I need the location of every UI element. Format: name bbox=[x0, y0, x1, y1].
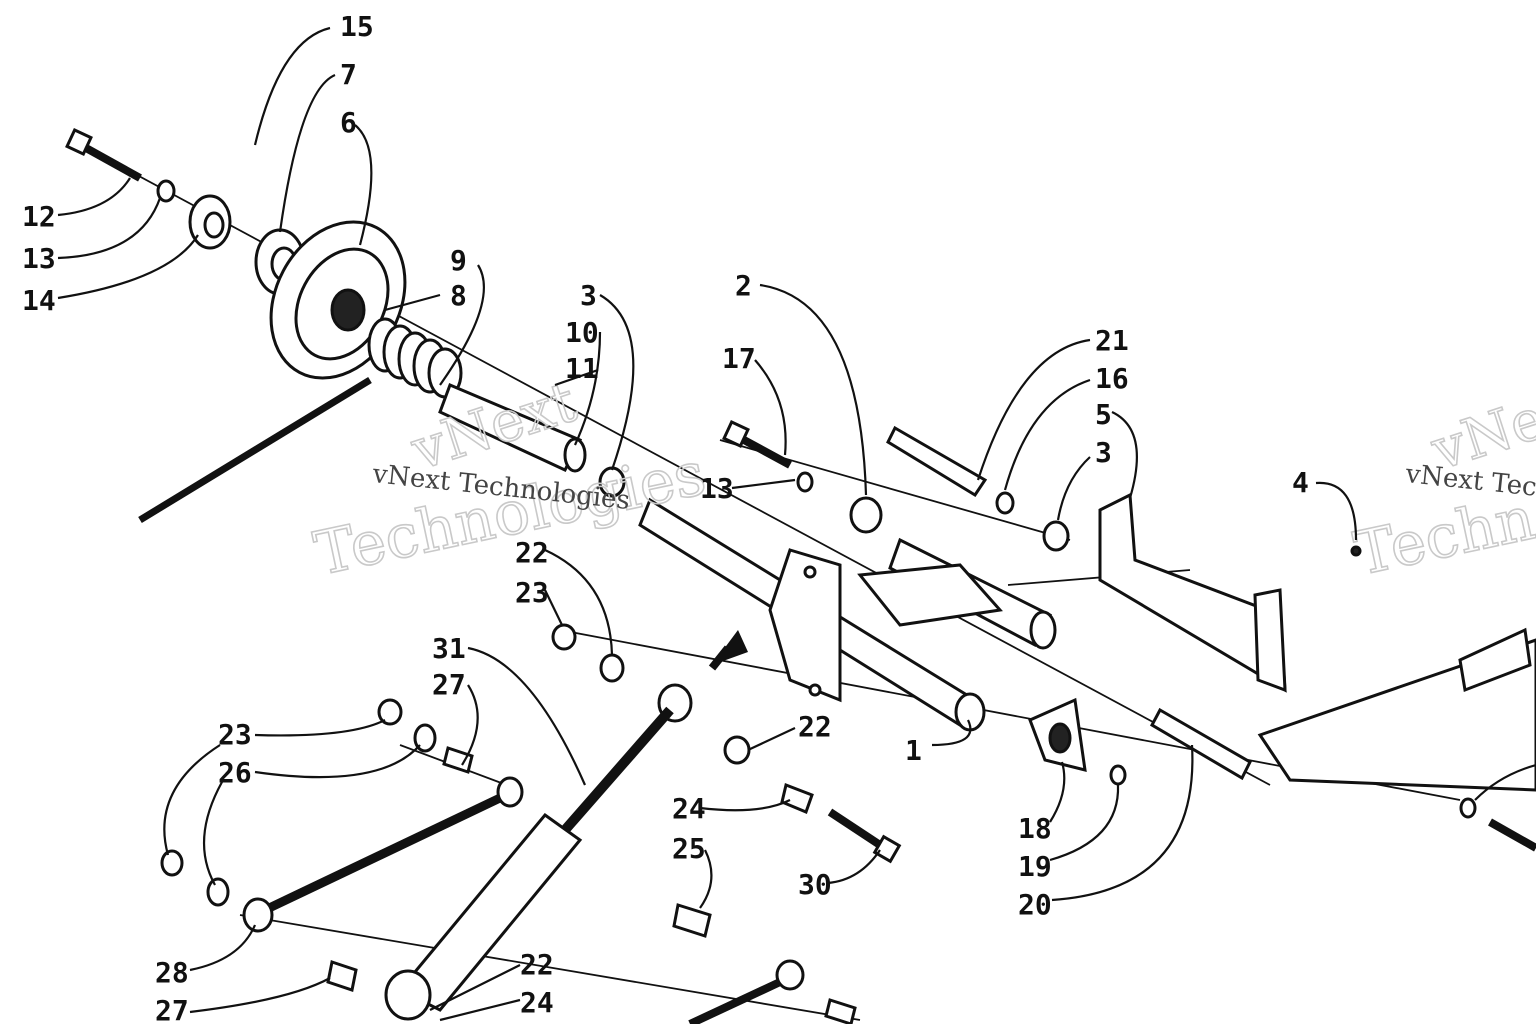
grease-fitting-4 bbox=[1350, 545, 1362, 557]
callout-7: 7 bbox=[340, 58, 357, 91]
callout-3-right: 3 bbox=[1095, 436, 1112, 469]
washer-far-right bbox=[1459, 797, 1477, 819]
callout-15: 15 bbox=[340, 10, 374, 43]
link-arm-lower bbox=[688, 959, 805, 1024]
spring-9 bbox=[367, 317, 463, 399]
callout-5: 5 bbox=[1095, 398, 1112, 431]
shock-absorber-31 bbox=[384, 683, 693, 1021]
spacer-27-top bbox=[442, 746, 474, 774]
spacer-25 bbox=[672, 903, 712, 938]
callout-20: 20 bbox=[1018, 888, 1052, 921]
washer-19 bbox=[1109, 764, 1127, 786]
callout-30: 30 bbox=[798, 868, 832, 901]
nut-2 bbox=[849, 496, 883, 534]
slide-rail bbox=[1257, 627, 1536, 792]
spacer-lower-right bbox=[824, 998, 857, 1024]
callout-23-top: 23 bbox=[515, 576, 549, 609]
callout-8: 8 bbox=[450, 279, 467, 312]
callout-24-mid: 24 bbox=[672, 792, 706, 825]
nut-14 bbox=[188, 194, 232, 250]
callouts: 15 7 6 12 13 14 9 8 3 10 11 2 17 13 21 1… bbox=[22, 10, 1309, 1024]
callout-4: 4 bbox=[1292, 466, 1309, 499]
washer-26-top bbox=[413, 723, 437, 753]
callout-9: 9 bbox=[450, 244, 467, 277]
callout-17: 17 bbox=[722, 342, 756, 375]
washer-22-mid bbox=[723, 735, 751, 765]
direction-arrow bbox=[708, 630, 748, 671]
callout-22-mid: 22 bbox=[798, 710, 832, 743]
callout-31: 31 bbox=[432, 632, 466, 665]
callout-19: 19 bbox=[1018, 850, 1052, 883]
callout-27-bottom: 27 bbox=[155, 994, 189, 1024]
washer-13-mid bbox=[796, 471, 814, 493]
bolt-12 bbox=[65, 128, 142, 182]
spacer-24-mid bbox=[780, 782, 814, 814]
callout-26: 26 bbox=[218, 756, 252, 789]
mounting-plate bbox=[768, 548, 842, 703]
callout-13-left: 13 bbox=[22, 242, 56, 275]
cross-tube bbox=[857, 537, 1057, 650]
callout-28: 28 bbox=[155, 956, 189, 989]
nut-23-bottom bbox=[160, 849, 184, 877]
callout-23-left: 23 bbox=[218, 718, 252, 751]
callout-3-left: 3 bbox=[580, 279, 597, 312]
parts-drawing bbox=[65, 128, 1536, 1024]
leader-lines bbox=[57, 26, 1536, 1022]
callout-1: 1 bbox=[905, 734, 922, 767]
callout-24-bottom: 24 bbox=[520, 986, 554, 1019]
spring-rod bbox=[138, 377, 372, 523]
bracket-18 bbox=[1028, 697, 1087, 772]
callout-11: 11 bbox=[565, 352, 599, 385]
callout-12: 12 bbox=[22, 200, 56, 233]
bolt-far-right bbox=[1488, 818, 1536, 852]
callout-21: 21 bbox=[1095, 324, 1129, 357]
callout-10: 10 bbox=[565, 316, 599, 349]
callout-27-top: 27 bbox=[432, 668, 466, 701]
callout-2: 2 bbox=[735, 269, 752, 302]
bolt-17 bbox=[722, 420, 792, 469]
washer-26-bottom bbox=[206, 877, 230, 907]
callout-13-mid: 13 bbox=[700, 472, 734, 505]
arm-5 bbox=[1098, 492, 1287, 693]
washer-13 bbox=[156, 179, 176, 203]
nut-23-left bbox=[377, 698, 403, 726]
callout-6: 6 bbox=[340, 106, 357, 139]
nut-23-top bbox=[551, 623, 577, 651]
sleeve-11 bbox=[438, 383, 587, 473]
watermark-big-technologies: Technologies bbox=[309, 439, 712, 590]
washer-16 bbox=[995, 491, 1015, 515]
callout-14: 14 bbox=[22, 284, 56, 317]
bolt-30 bbox=[827, 808, 902, 864]
bushing-3-right bbox=[1042, 520, 1070, 552]
washer-22-top bbox=[599, 653, 625, 683]
callout-18: 18 bbox=[1018, 812, 1052, 845]
callout-16: 16 bbox=[1095, 362, 1129, 395]
callout-25: 25 bbox=[672, 832, 706, 865]
link-arm-28 bbox=[242, 776, 524, 933]
callout-22-bottom: 22 bbox=[520, 948, 554, 981]
spacer-27-bottom bbox=[326, 960, 358, 992]
pin-21 bbox=[886, 425, 988, 498]
callout-22-top: 22 bbox=[515, 536, 549, 569]
pin-20 bbox=[1149, 707, 1252, 781]
